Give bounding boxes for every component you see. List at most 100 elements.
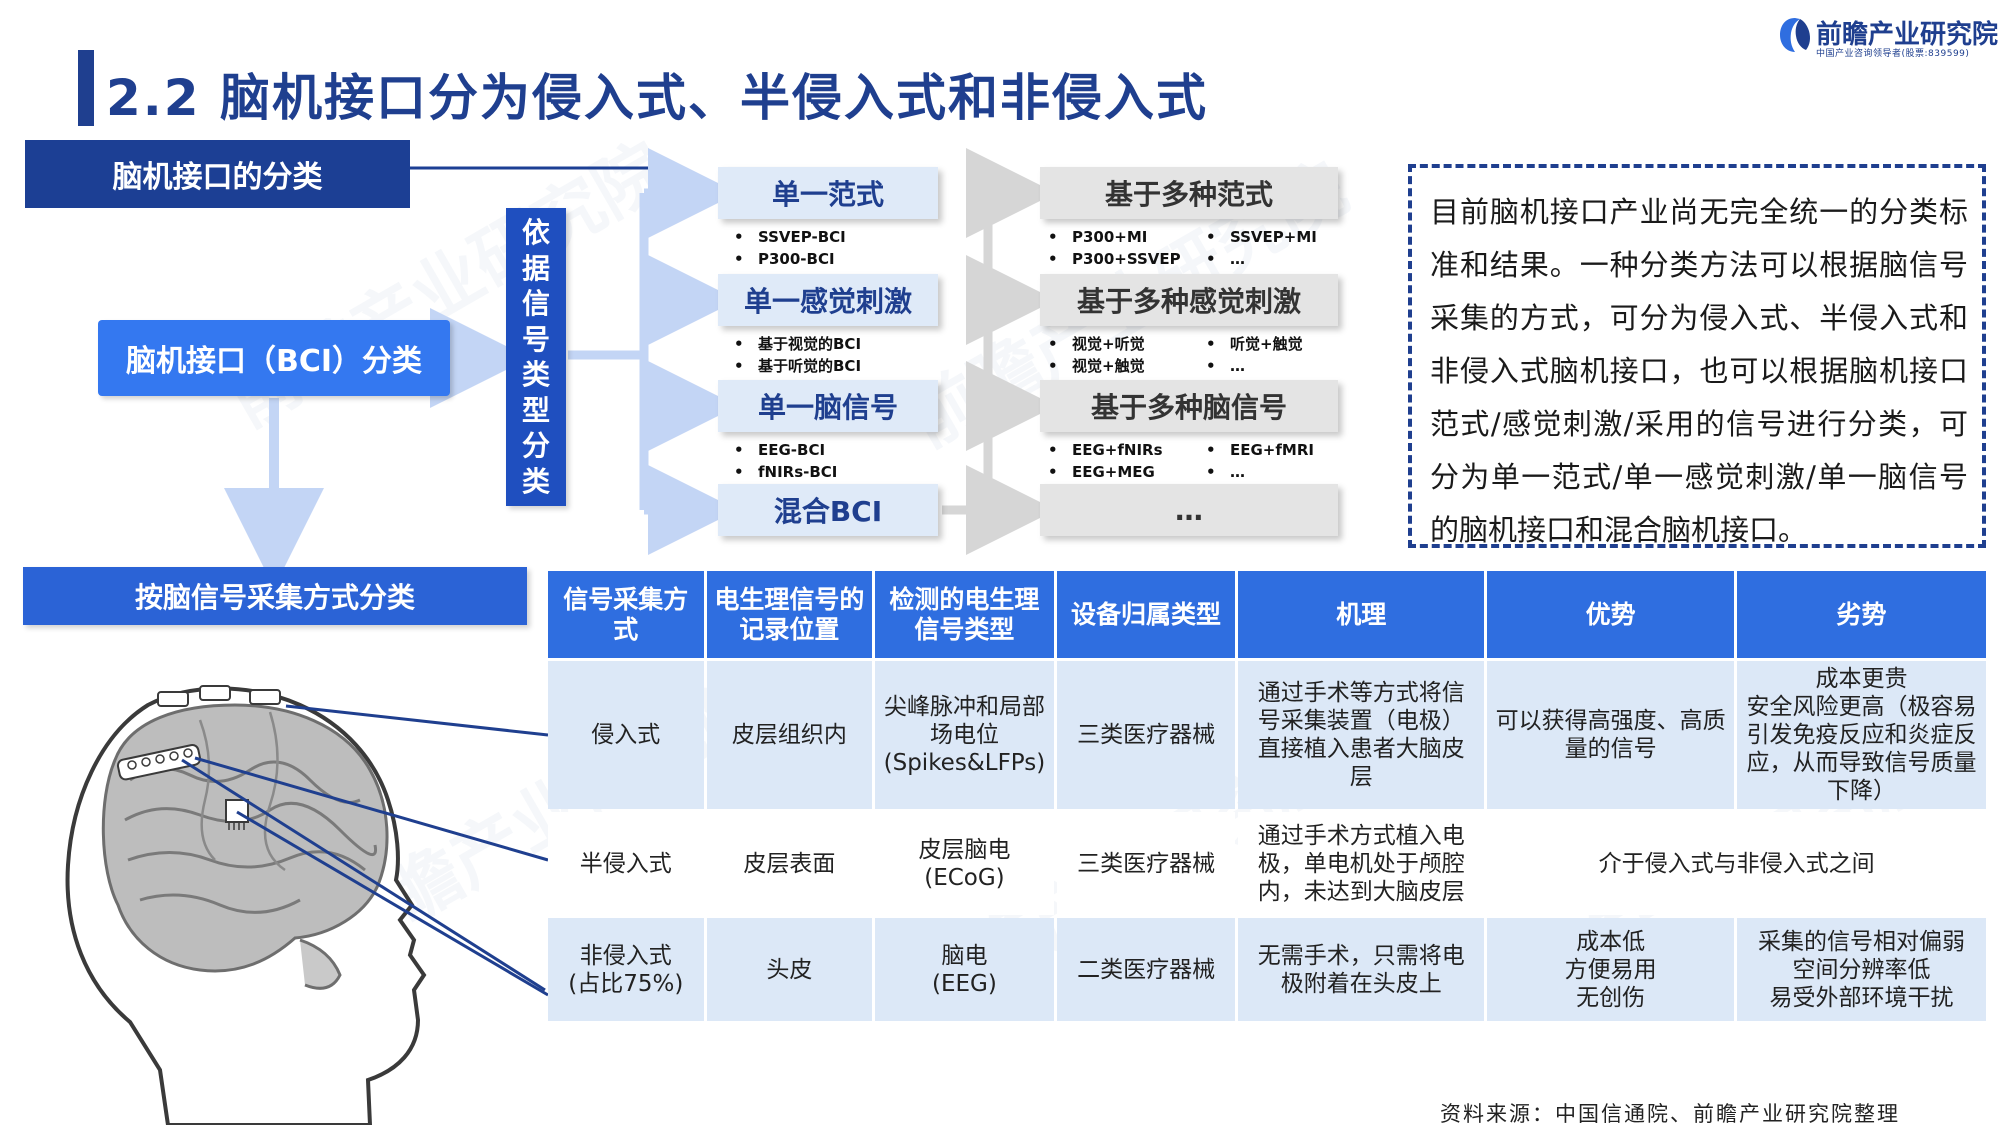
table-cell: 二类医疗器械 [1056,918,1236,1021]
multi-paradigm-list-right: •SSVEP+MI •… [1202,226,1317,270]
single-stimulus-box: 单一感觉刺激 [718,274,938,326]
list-item: … [1230,357,1245,375]
summary-note-text: 目前脑机接口产业尚无完全统一的分类标准和结果。一种分类方法可以根据脑信号采集的方… [1430,195,1968,547]
table-cell: 采集的信号相对偏弱 空间分辨率低 易受外部环境干扰 [1737,918,1986,1021]
cell-line: 采集的信号相对偏弱 [1758,928,1966,955]
cell-line: (占比75%) [568,970,684,997]
source-note: 资料来源：中国信通院、前瞻产业研究院整理 [1440,1102,1900,1125]
basis-char: 分 [521,429,550,462]
bullet: • [734,335,744,353]
list-item: P300+MI [1072,228,1148,246]
table-cell: 皮层表面 [706,812,873,915]
bullet: • [1048,228,1058,246]
cell-line: 空间分辨率低 [1792,956,1931,983]
bullet: • [734,441,744,459]
table-cell: 可以获得高强度、高质量的信号 [1487,661,1735,809]
list-item: fNIRs-BCI [758,463,838,481]
logo-mark-icon [1780,18,1810,52]
column-header: 优势 [1487,571,1735,658]
cell-line: 安全风险更高（极容易引发免疫反应和炎症反应，从而导致信号质量下降） [1746,694,1977,804]
table-cell: 无需手术，只需将电极附着在头皮上 [1238,918,1485,1021]
bullet: • [1206,335,1216,353]
list-item: 基于听觉的BCI [758,357,862,375]
logo-name: 前瞻产业研究院 [1816,20,1999,50]
pointer-ecog [181,758,546,992]
bullet: • [734,357,744,375]
bci-classification-root: 脑机接口（BCI）分类 [98,320,450,396]
cell-line: (Spikes&LFPs) [883,750,1046,776]
list-item: … [1230,250,1245,268]
summary-note: 目前脑机接口产业尚无完全统一的分类标准和结果。一种分类方法可以根据脑信号采集的方… [1408,164,1986,548]
list-item: 基于视觉的BCI [758,335,862,353]
table-header-row: 信号采集方式 电生理信号的记录位置 检测的电生理信号类型 设备归属类型 机理 优… [548,571,1986,658]
bullet: • [1206,228,1216,246]
pointer-semi-invasive [194,756,549,862]
single-signal-box: 单一脑信号 [718,380,938,432]
table-cell: 头皮 [706,918,873,1021]
single-paradigm-list: •SSVEP-BCI •P300-BCI [730,226,846,270]
table-cell: 三类医疗器械 [1056,812,1236,915]
header-line-diamond [660,162,676,174]
table-row: 侵入式 皮层组织内 尖峰脉冲和局部场电位 (Spikes&LFPs) 三类医疗器… [548,661,1986,809]
bullet: • [1048,463,1058,481]
table-cell: 成本低 方便易用 无创伤 [1487,918,1735,1021]
table-cell: 皮层组织内 [706,661,873,809]
page-title: 2.2 脑机接口分为侵入式、半侵入式和非侵入式 [106,69,1208,127]
single-stimulus-list: • 基于视觉的BCI • 基于听觉的BCI [730,333,861,377]
list-item: SSVEP+MI [1230,228,1317,246]
cell-line: 无创伤 [1576,984,1646,1011]
column-header: 设备归属类型 [1056,571,1236,658]
list-item: 视觉+听觉 [1072,335,1145,353]
title-accent-bar [78,50,94,126]
hybrid-bci-box: 混合BCI [718,484,938,536]
bullet: • [734,228,744,246]
table-cell: 通过手术等方式将信号采集装置（电极）直接植入患者大脑皮层 [1238,661,1485,809]
bullet: • [1206,441,1216,459]
multi-paradigm-list-left: •P300+MI •P300+SSVEP [1044,226,1181,270]
list-item: EEG+fNIRs [1072,441,1163,459]
table-row: 半侵入式 皮层表面 皮层脑电 (ECoG) 三类医疗器械 通过手术方式植入电极，… [548,812,1986,915]
column-header: 电生理信号的记录位置 [706,571,873,658]
multi-more-box: … [1040,484,1338,536]
bullet: • [1206,357,1216,375]
table-cell: 侵入式 [548,661,704,809]
basis-char: 类 [521,358,550,391]
list-item: EEG+fMRI [1230,441,1314,459]
list-item: EEG+MEG [1072,463,1155,481]
bullet: • [1048,335,1058,353]
single-signal-list: •EEG-BCI •fNIRs-BCI [730,439,837,483]
table-cell: 皮层脑电 (ECoG) [875,812,1054,915]
bullet: • [1048,441,1058,459]
brain-illustration-icon [65,685,427,1125]
list-item: P300-BCI [758,250,835,268]
column-header: 劣势 [1737,571,1986,658]
classification-header: 脑机接口的分类 [25,140,410,208]
multi-signal-box: 基于多种脑信号 [1040,380,1338,432]
table-cell: 非侵入式 (占比75%) [548,918,704,1021]
multi-signal-list-right: •EEG+fMRI •… [1202,439,1314,483]
column-header: 机理 [1238,571,1485,658]
basis-char: 信 [521,287,550,320]
pointer-invasive [236,810,549,997]
cell-line: 成本更贵 [1815,666,1908,692]
single-paradigm-box: 单一范式 [718,167,938,219]
cell-line: 成本低 [1576,928,1646,955]
bullet: • [734,250,744,268]
bullet: • [1048,357,1058,375]
table-cell: 尖峰脉冲和局部场电位 (Spikes&LFPs) [875,661,1054,809]
bullet: • [734,463,744,481]
table-cell: 半侵入式 [548,812,704,915]
logo-subtitle: 中国产业咨询领导者(股票:839599) [1816,49,1970,59]
pointer-noninvasive [285,704,549,737]
multi-stimulus-list-left: •视觉+听觉 •视觉+触觉 [1044,333,1145,377]
table-cell: 脑电 (EEG) [875,918,1054,1021]
basis-char: 依 [521,216,550,249]
multi-stimulus-box: 基于多种感觉刺激 [1040,274,1338,326]
multi-signal-list-left: • EEG+fNIRs • EEG+MEG [1044,439,1163,483]
basis-char: 据 [521,251,550,285]
table-cell: 通过手术方式植入电极，单电机处于颅腔内，未达到大脑皮层 [1238,812,1485,915]
table-cell: 成本更贵 安全风险更高（极容易引发免疫反应和炎症反应，从而导致信号质量下降） [1737,661,1986,809]
cell-line: 皮层脑电 [918,836,1011,863]
bullet: • [1206,463,1216,481]
